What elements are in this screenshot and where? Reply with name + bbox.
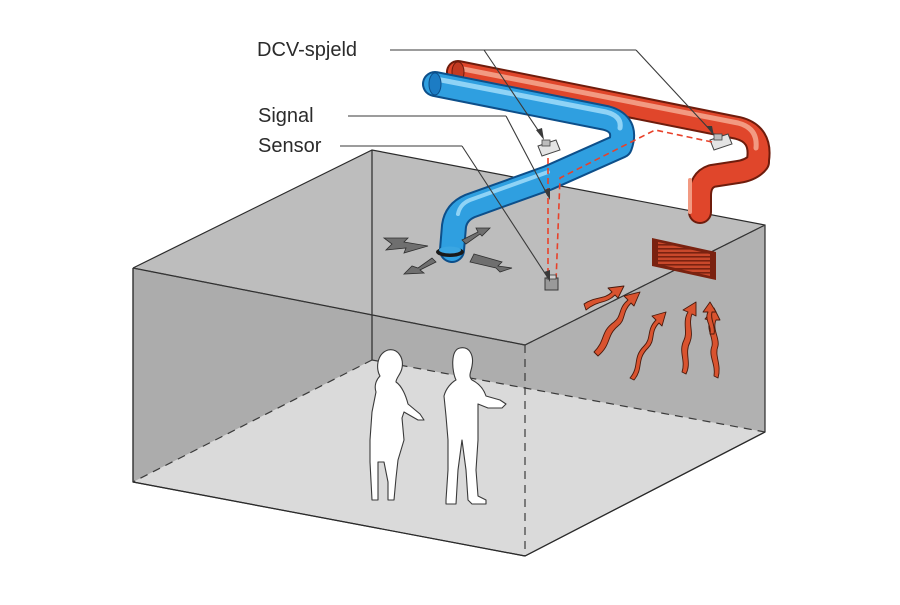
exhaust-airflow-arrows bbox=[583, 285, 721, 381]
person-woman-icon bbox=[369, 349, 425, 501]
signal-line bbox=[547, 129, 713, 283]
sensor-label: Sensor bbox=[258, 135, 322, 157]
exhaust-grille-icon bbox=[652, 238, 716, 280]
exhaust-duct-red bbox=[446, 60, 771, 224]
callout-lines bbox=[340, 49, 713, 279]
dcv-damper-label: DCV-spjeld bbox=[257, 39, 358, 61]
supply-airflow-arrows bbox=[382, 227, 513, 275]
callout-arrowheads bbox=[536, 126, 714, 282]
damper-red-icon bbox=[709, 133, 733, 151]
damper-blue-icon bbox=[537, 139, 561, 157]
signal-label: Signal bbox=[258, 105, 314, 127]
person-man-icon bbox=[443, 347, 507, 505]
